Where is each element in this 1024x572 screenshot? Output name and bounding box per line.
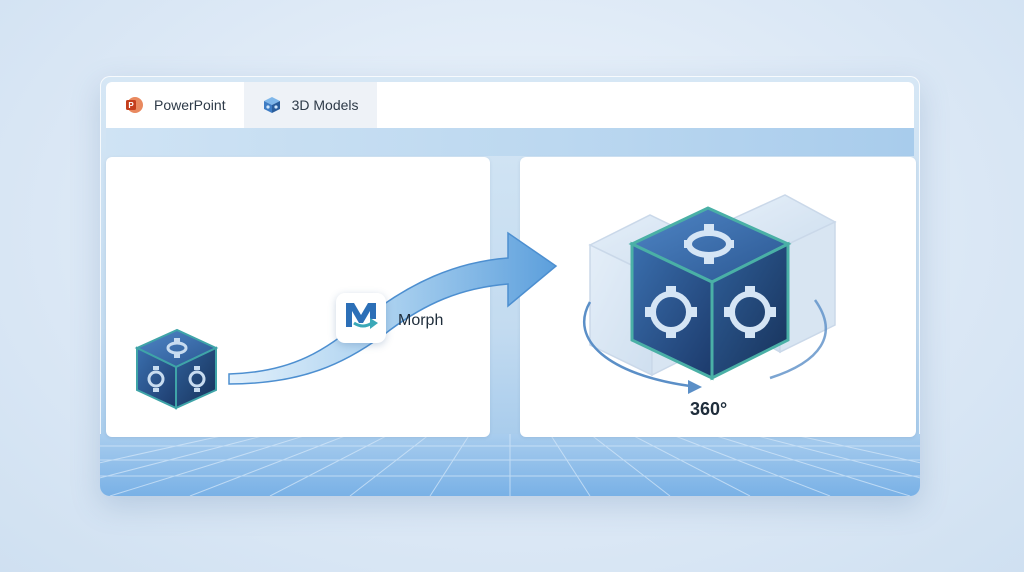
morph-icon <box>342 299 380 338</box>
ribbon-strip <box>106 128 914 156</box>
tab-label: PowerPoint <box>154 97 226 113</box>
app-window: P PowerPoint 3D Models <box>100 76 920 496</box>
tab-label: 3D Models <box>291 97 359 113</box>
cube-icon <box>262 95 282 115</box>
tab-3d-models[interactable]: 3D Models <box>243 82 377 128</box>
tab-powerpoint[interactable]: P PowerPoint <box>106 82 244 128</box>
rotation-label: 360° <box>690 399 728 419</box>
morph-transition-button[interactable] <box>336 293 386 343</box>
slide-after[interactable] <box>520 157 916 437</box>
morph-label: Morph <box>398 312 444 329</box>
perspective-grid-floor <box>100 434 920 496</box>
svg-text:P: P <box>128 101 134 110</box>
slide-before[interactable] <box>106 157 490 437</box>
tab-bar: P PowerPoint 3D Models <box>106 82 914 128</box>
powerpoint-icon: P <box>124 95 144 115</box>
